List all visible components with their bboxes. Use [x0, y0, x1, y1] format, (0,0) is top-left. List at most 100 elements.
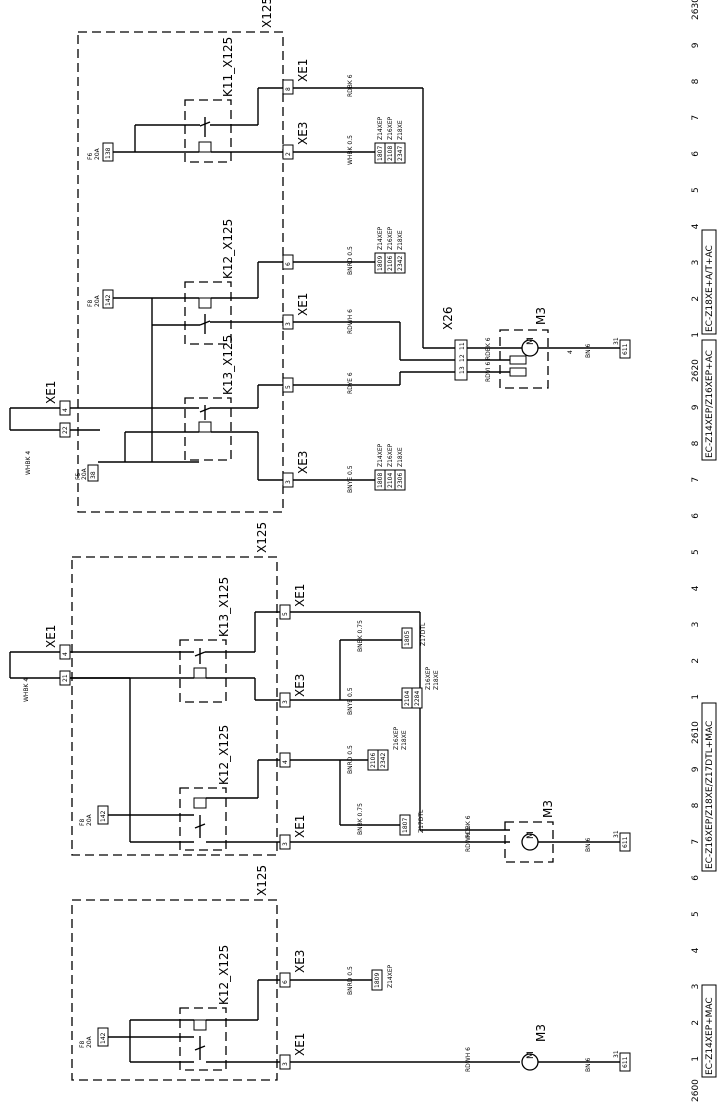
xe1-label-m1: XE1 — [44, 625, 58, 648]
svg-text:611: 611 — [622, 343, 629, 355]
svg-text:2347: 2347 — [397, 146, 404, 161]
wire-label-bn6-mid: BN 6 — [585, 837, 592, 852]
wire-label-rdwh-mid: RDWH 6 — [465, 827, 472, 852]
scale-tick: 9 — [691, 766, 701, 772]
svg-text:2306: 2306 — [397, 473, 404, 488]
svg-text:F8: F8 — [87, 300, 94, 307]
svg-text:Z16XEP: Z16XEP — [387, 226, 394, 250]
x125-housing-bottom — [71, 899, 278, 1081]
xe3-label-t2: XE3 — [296, 451, 310, 474]
svg-text:2106: 2106 — [387, 256, 394, 271]
x125-title-bottom: X125 — [255, 865, 269, 896]
svg-text:2106: 2106 — [370, 753, 377, 768]
svg-text:20A: 20A — [94, 147, 101, 160]
config-box-1 — [701, 984, 717, 1078]
wire-label-bn6-top: BN 6 — [585, 343, 592, 358]
wire-label-bnbk-mid: BNBK 0.75 — [357, 803, 364, 835]
svg-text:31: 31 — [613, 830, 620, 838]
wire-label-whbk4-mid: WHBK 4 — [23, 678, 30, 702]
svg-text:2104: 2104 — [404, 691, 411, 706]
svg-text:11: 11 — [459, 342, 466, 350]
svg-text:3: 3 — [285, 480, 292, 484]
scale-tick: 3 — [691, 984, 701, 990]
xe3-label-b: XE3 — [293, 950, 307, 973]
scale-marker: 2610 — [691, 721, 701, 744]
scale-tick: 2 — [691, 658, 701, 664]
svg-text:2342: 2342 — [397, 256, 404, 271]
svg-text:Z16XEP: Z16XEP — [387, 116, 394, 140]
svg-text:4: 4 — [62, 408, 69, 412]
wire-label-bnbk-mid2: BNBK 0.75 — [357, 620, 364, 652]
svg-text:4: 4 — [62, 652, 69, 656]
svg-text:1809: 1809 — [377, 256, 384, 271]
x125-title-middle: X125 — [255, 522, 269, 553]
motor-m3-symbol-top: M — [526, 337, 536, 345]
scale-tick: 1 — [691, 694, 701, 700]
wire-label-rdbk-low: RDBK 6 — [465, 815, 472, 838]
svg-text:5: 5 — [282, 612, 289, 616]
wire-label-bnrd-top: BNRD 0.5 — [347, 246, 354, 275]
svg-text:611: 611 — [622, 836, 629, 848]
xe1-label-b: XE1 — [293, 1033, 307, 1056]
svg-text:Z16XEP: Z16XEP — [425, 666, 432, 690]
xe3-label-m: XE3 — [293, 674, 307, 697]
motor-m3-label-mid: M3 — [541, 800, 555, 818]
scale-marker: 2620 — [691, 359, 701, 382]
wire-label-rdvi-top: RDVI 6 — [485, 362, 492, 382]
svg-text:1808: 1808 — [377, 473, 384, 488]
svg-text:20A: 20A — [86, 1035, 93, 1048]
svg-text:3: 3 — [285, 322, 292, 326]
relay-k12-label-top: K12_X125 — [221, 219, 235, 279]
svg-text:31: 31 — [613, 1050, 620, 1058]
relay-k13-coil-top — [198, 421, 212, 433]
svg-text:2: 2 — [285, 152, 292, 156]
wire-label-rdwh-top: RDWH 6 — [347, 309, 354, 334]
scale-tick: 9 — [691, 42, 701, 48]
fuse-ref-142-top — [102, 289, 114, 309]
scale-tick: 5 — [691, 187, 701, 193]
svg-text:F8: F8 — [79, 1041, 86, 1048]
scale-tick: 1 — [691, 332, 701, 338]
scale-tick: 4 — [691, 947, 701, 953]
svg-text:1805: 1805 — [404, 631, 411, 646]
scale-tick: 7 — [691, 115, 701, 121]
scale-tick: 8 — [691, 802, 701, 808]
page-scale: 2600123456789261012345678926201234567892… — [691, 0, 701, 1102]
svg-text:3: 3 — [282, 842, 289, 846]
wire-label-whbk05: WHBK 0.5 — [347, 135, 354, 165]
wire-label-bnye-mid: BNYE 0.5 — [347, 687, 354, 715]
config-label-1: EC-Z14XEP+MAC — [705, 997, 715, 1075]
svg-text:1809: 1809 — [374, 973, 381, 988]
svg-text:2104: 2104 — [387, 473, 394, 488]
svg-text:Z17DTL: Z17DTL — [420, 622, 427, 646]
relay-k12-box-bottom — [179, 1007, 227, 1071]
config-box-2 — [701, 702, 717, 872]
motor-m3-box-top — [499, 329, 549, 389]
wire-label-rdbk-top: RDBK 6 — [347, 74, 354, 97]
xe1-label-t1: XE1 — [296, 59, 310, 82]
scale-tick: 3 — [691, 622, 701, 628]
svg-text:5: 5 — [285, 385, 292, 389]
svg-text:Z14XEP: Z14XEP — [377, 226, 384, 250]
motor-m3-symbol-mid: M — [526, 831, 536, 839]
x26-label: X26 — [441, 307, 455, 331]
svg-text:2284: 2284 — [414, 691, 421, 706]
svg-text:142: 142 — [105, 294, 112, 306]
svg-text:6: 6 — [282, 980, 289, 984]
config-label-2: EC-Z16XEP/Z18XE/Z17DTL+MAC — [705, 721, 715, 869]
scale-tick: 5 — [691, 911, 701, 917]
relay-k13-label-top: K13_X125 — [221, 335, 235, 395]
wire-label-rdye-top: RDYE 6 — [347, 372, 354, 394]
scale-tick: 5 — [691, 549, 701, 555]
svg-text:4: 4 — [567, 350, 574, 354]
scale-tick: 6 — [691, 513, 701, 519]
x125-housing-top — [77, 31, 284, 513]
svg-text:Z16XEP: Z16XEP — [393, 726, 400, 750]
scale-tick: 3 — [691, 260, 701, 266]
relay-k12-label-bottom: K12_X125 — [217, 945, 231, 1005]
svg-text:F8: F8 — [79, 819, 86, 826]
xe1-label-t2: XE1 — [296, 293, 310, 316]
svg-text:Z18XE: Z18XE — [401, 730, 408, 750]
config-label-4: EC-Z18XE+A/T+AC — [705, 245, 715, 332]
